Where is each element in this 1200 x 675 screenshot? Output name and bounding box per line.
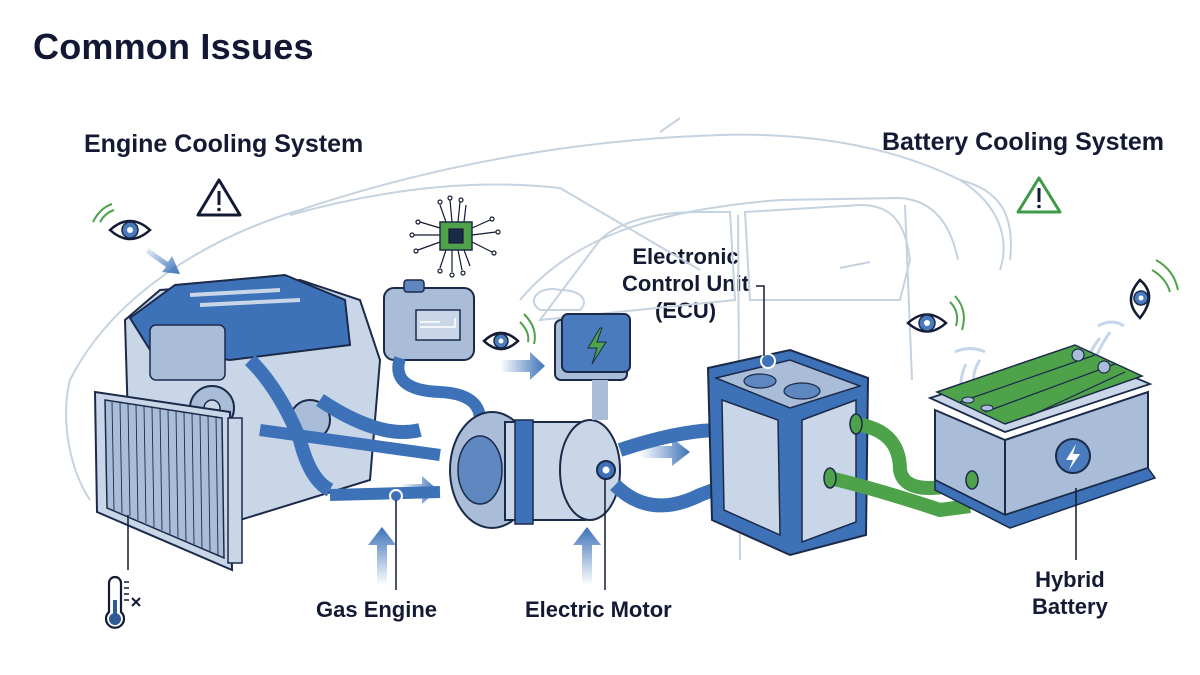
hybrid-battery-line-1: Hybrid (1035, 567, 1105, 592)
microchip-icon (409, 195, 501, 278)
ecu-callout: Electronic Control Unit (ECU) (622, 243, 749, 324)
hybrid-battery (823, 344, 1157, 529)
battery-cooling-label: Battery Cooling System (882, 128, 1165, 156)
eye-icon-battery-left (906, 295, 965, 333)
inspect-arrow-ecu (500, 352, 545, 380)
engine-cooling-label: Engine Cooling System (84, 130, 364, 158)
coolant-reservoir (383, 279, 486, 421)
page-title: Common Issues (33, 26, 314, 67)
ecu-box (706, 348, 870, 557)
hybrid-battery-callout: Hybrid Battery (1032, 566, 1108, 620)
battery-warning-triangle-icon (1016, 176, 1062, 214)
flow-arrow-gas-engine (368, 527, 396, 585)
ecu-leader-line (756, 285, 765, 356)
lightning-bolt-icon (587, 327, 607, 365)
flow-arrow-to-ecu (640, 438, 690, 466)
flow-arrow-to-motor (400, 476, 438, 504)
engine-warning-triangle-icon (196, 178, 242, 217)
eye-icon-battery-right (1129, 259, 1179, 320)
electric-motor (449, 380, 743, 529)
power-control-module (554, 313, 631, 381)
inspect-arrow-engine (146, 248, 180, 274)
radiator (93, 390, 243, 572)
ecu-callout-line-1: Electronic (632, 244, 739, 269)
electric-motor-callout: Electric Motor (525, 597, 672, 622)
gas-engine-callout: Gas Engine (316, 597, 438, 622)
thermometer-fault-icon (104, 575, 141, 629)
ecu-callout-line-2: Control Unit (622, 271, 750, 296)
hybrid-battery-line-2: Battery (1032, 594, 1108, 619)
eye-icon-engine (92, 203, 152, 241)
flow-arrow-electric-motor (573, 527, 601, 585)
eye-icon-ecu (482, 313, 536, 351)
